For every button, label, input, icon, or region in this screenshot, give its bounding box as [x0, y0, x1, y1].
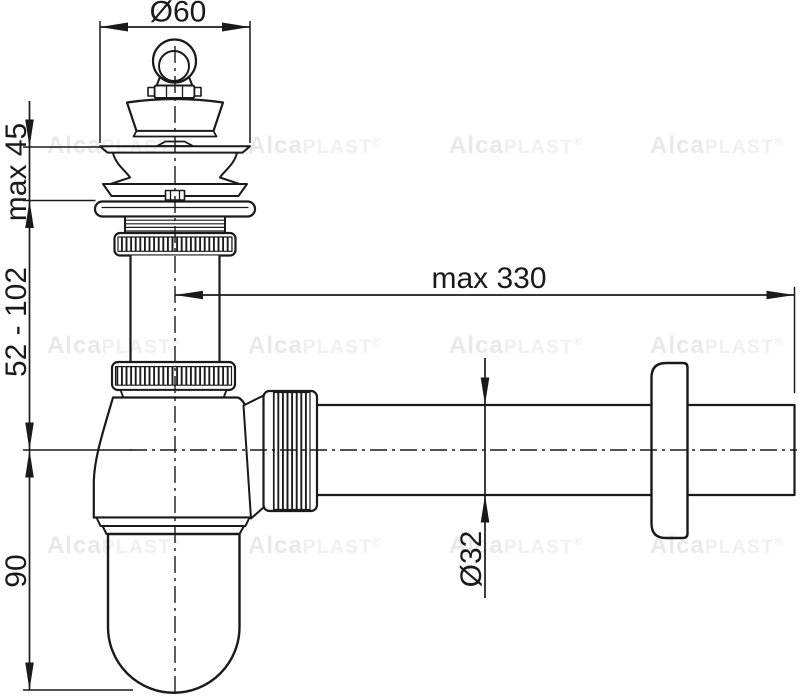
- dim-label-d32: Ø32: [455, 531, 488, 588]
- upper-lock-nut: [113, 231, 237, 257]
- siphon-assembly: [92, 38, 796, 694]
- arrowhead: [100, 22, 128, 32]
- arrowhead: [25, 450, 34, 478]
- arrowhead: [480, 377, 490, 405]
- dim-left-chain: max 45 52 - 102 90: [0, 101, 133, 691]
- arrowhead: [766, 290, 795, 300]
- centerlines: [130, 46, 797, 697]
- arrowhead: [175, 290, 203, 300]
- arrowhead: [25, 119, 34, 147]
- arrowhead: [222, 22, 250, 32]
- arrowhead: [25, 422, 34, 450]
- arrowhead: [480, 495, 490, 523]
- dim-max330: max 330: [175, 262, 796, 393]
- dim-label-52-102: 52 - 102: [0, 267, 33, 377]
- dim-d32: Ø32: [455, 358, 490, 598]
- arrowhead: [25, 200, 34, 228]
- dim-label-90: 90: [0, 554, 33, 587]
- lower-lock-nut: [110, 360, 237, 399]
- dim-d60: Ø60: [99, 0, 251, 143]
- trap-cup: [95, 516, 251, 694]
- plug-ring-pull: [147, 38, 202, 99]
- arrowhead: [25, 662, 34, 690]
- dim-label-max45: max 45: [0, 123, 33, 221]
- dim-label-max330: max 330: [431, 262, 546, 295]
- dim-label-d60: Ø60: [150, 0, 207, 29]
- outlet-nut: [262, 389, 319, 513]
- trap-body: [92, 396, 256, 519]
- wall-flange: [650, 361, 689, 540]
